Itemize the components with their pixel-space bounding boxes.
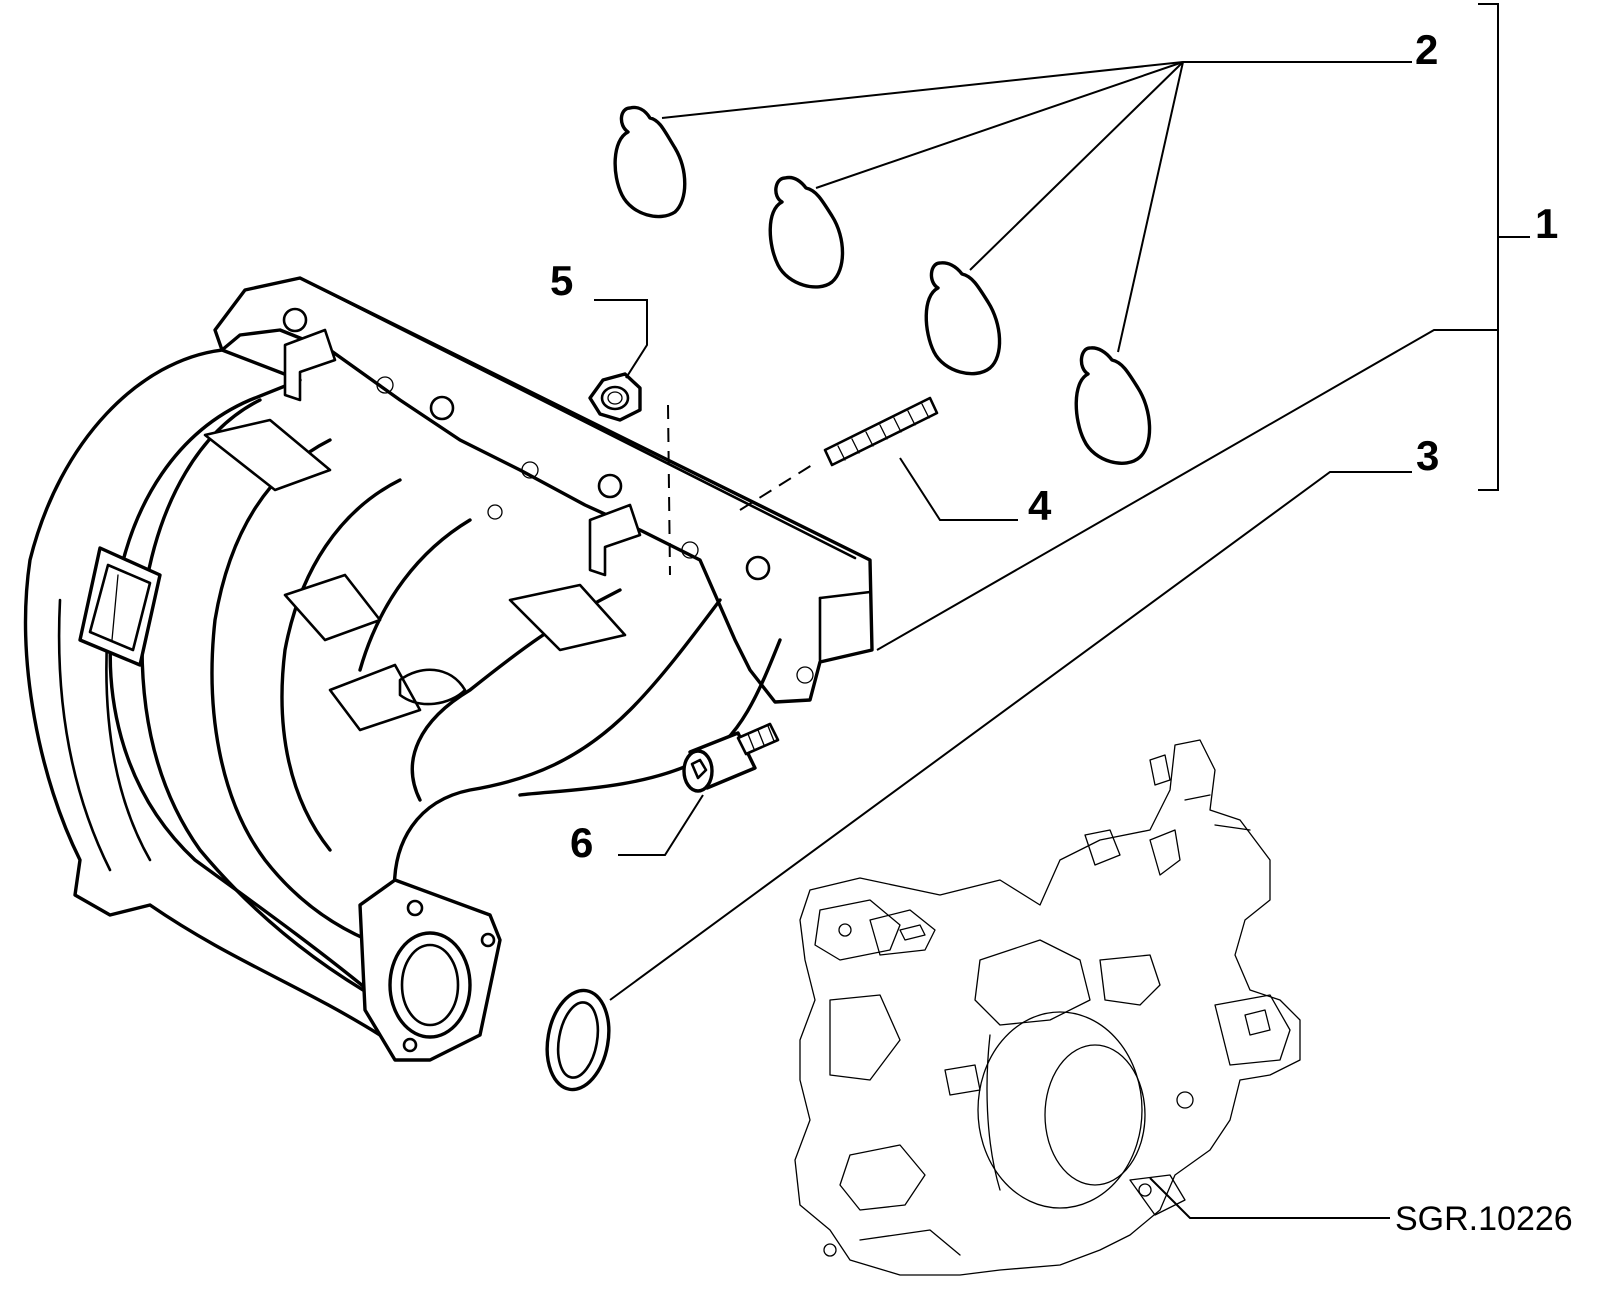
callout-6: 6 <box>570 819 593 866</box>
o-ring-gasket <box>545 988 611 1092</box>
reference-code: SGR.10226 <box>1395 1200 1573 1238</box>
port-gasket-4 <box>1074 346 1152 465</box>
callout-1: 1 <box>1535 200 1558 247</box>
port-gasket-1 <box>613 105 687 219</box>
intake-manifold <box>23 276 874 1062</box>
stud <box>823 396 939 467</box>
socket-head-screw <box>682 722 780 793</box>
callout-labels: 1 2 3 4 5 6 SGR.10226 <box>550 26 1573 1238</box>
nut <box>588 372 642 422</box>
callout-5: 5 <box>550 257 573 304</box>
stud-alignment-line <box>739 464 813 511</box>
callout-3: 3 <box>1416 432 1439 479</box>
callout-2: 2 <box>1415 26 1438 73</box>
throttle-body-reference <box>794 739 1301 1276</box>
nut-alignment-line <box>667 404 671 576</box>
port-gasket-3 <box>924 261 1002 376</box>
port-gasket-2 <box>768 175 845 289</box>
port-gaskets <box>613 105 1152 465</box>
callout-4: 4 <box>1028 482 1052 529</box>
leader-lines <box>594 3 1530 1219</box>
